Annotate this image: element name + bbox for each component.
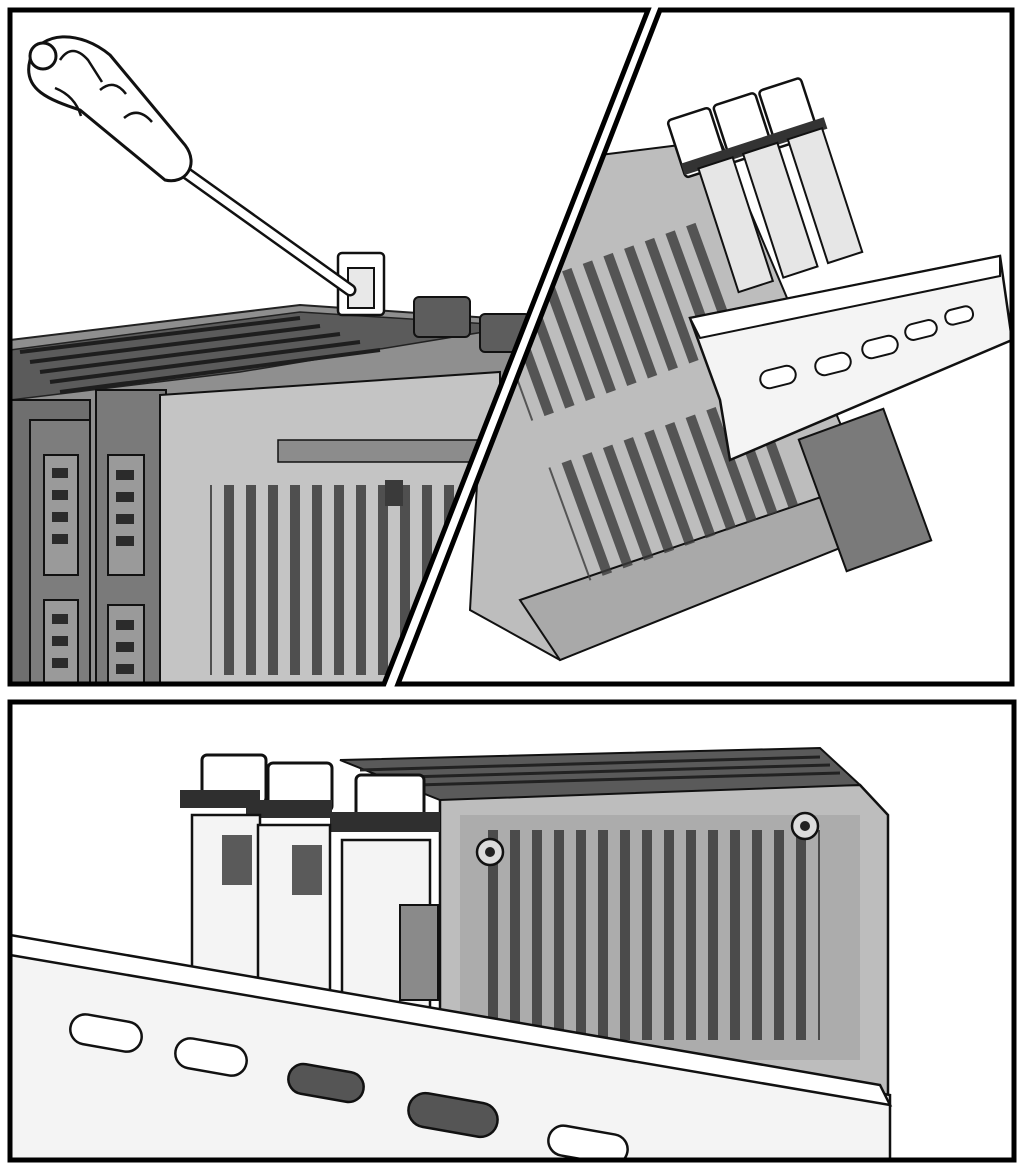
terminal-block-right <box>107 454 145 684</box>
screwdriver-icon <box>27 35 357 297</box>
din-rail-icon <box>688 254 1012 462</box>
latch-group-top-right <box>666 77 864 294</box>
din-rail-bottom <box>10 933 893 1160</box>
screw-icon <box>475 811 820 867</box>
latch-icon <box>336 251 386 317</box>
terminal-block-left <box>43 454 79 684</box>
panel-bottom <box>10 702 1014 1160</box>
panel-frames <box>7 7 1017 1163</box>
panel-top-right <box>398 10 1012 684</box>
